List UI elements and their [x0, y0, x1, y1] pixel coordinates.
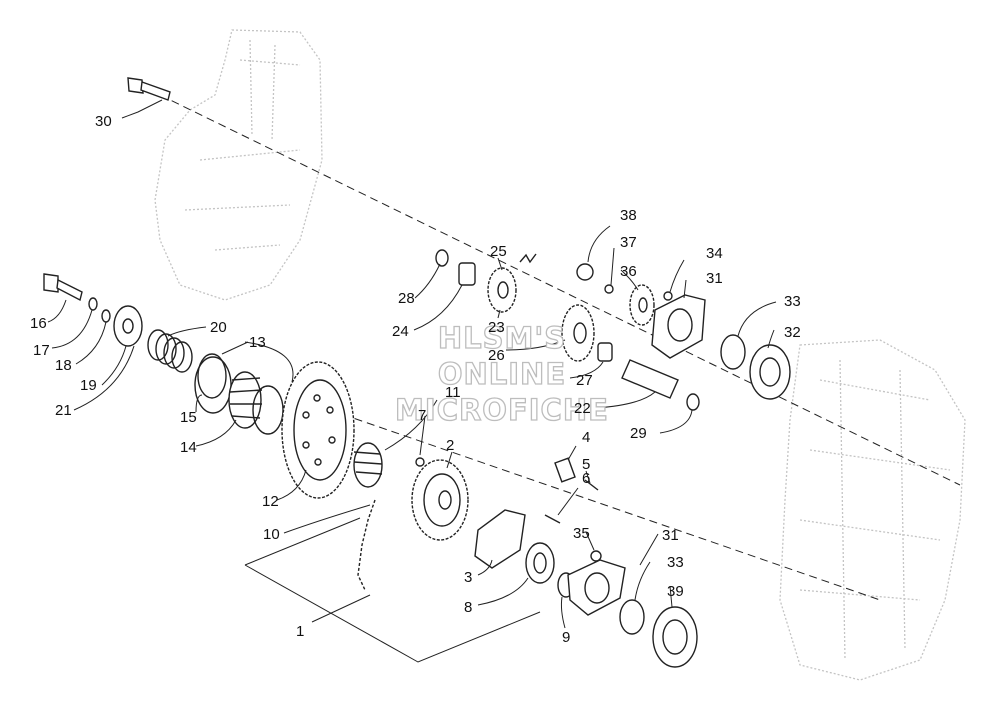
flange-31-lower	[567, 559, 626, 616]
nut-38	[576, 263, 594, 281]
washer-13	[194, 356, 232, 414]
label-23: 23	[488, 319, 505, 336]
washer-18	[101, 309, 111, 323]
nut-35	[590, 550, 602, 562]
leader-lines	[47, 99, 777, 629]
watermark-line-3: MICROFICHE	[395, 393, 609, 427]
seal-33-lower	[619, 599, 645, 635]
label-8: 8	[464, 599, 472, 616]
label-14: 14	[180, 439, 197, 456]
washer-29	[686, 393, 700, 411]
bearing-8	[525, 542, 555, 584]
bearing-39	[652, 606, 698, 668]
key-25	[519, 253, 537, 264]
washer-37	[604, 284, 614, 294]
spacer-24	[458, 262, 476, 286]
label-28: 28	[398, 290, 415, 307]
label-31-lower: 31	[662, 527, 679, 544]
label-7: 7	[418, 407, 426, 424]
screw-7	[415, 457, 425, 467]
part-labels: 30 16 17 18 19 20 21 13 15 14 12 10 1 11…	[30, 113, 801, 646]
spline-hub-11	[353, 442, 383, 488]
label-1: 1	[296, 623, 304, 640]
label-30: 30	[95, 113, 112, 130]
label-6: 6	[582, 470, 590, 487]
gear-26	[561, 304, 595, 362]
label-22: 22	[574, 400, 591, 417]
label-37: 37	[620, 234, 637, 251]
label-9: 9	[562, 629, 570, 646]
screw-6	[544, 514, 561, 524]
label-25: 25	[490, 243, 507, 260]
label-17: 17	[33, 342, 50, 359]
label-35: 35	[573, 525, 590, 542]
label-27: 27	[576, 372, 593, 389]
washer-28	[435, 249, 449, 267]
label-32: 32	[784, 324, 801, 341]
screw-5	[584, 479, 599, 491]
assembly-bracket-1	[244, 517, 541, 663]
label-2: 2	[446, 437, 454, 454]
label-16: 16	[30, 315, 47, 332]
label-36: 36	[620, 263, 637, 280]
label-38: 38	[620, 207, 637, 224]
gear-36	[629, 284, 655, 326]
watermark-line-1: HLSM'S	[438, 321, 566, 355]
label-33-lower: 33	[667, 554, 684, 571]
label-34: 34	[706, 245, 723, 262]
bearing-32	[749, 344, 791, 400]
spring-20	[147, 329, 193, 373]
ring-15	[197, 353, 227, 399]
label-21: 21	[55, 402, 72, 419]
flange-31-upper	[651, 294, 706, 359]
watermark-line-2: ONLINE	[438, 357, 566, 391]
label-13: 13	[249, 334, 266, 351]
plate-3	[474, 509, 526, 569]
sprocket-12	[281, 361, 355, 499]
gear-23	[487, 267, 517, 313]
label-10: 10	[263, 526, 280, 543]
seal-33-upper	[720, 334, 746, 370]
label-15: 15	[180, 409, 197, 426]
label-4: 4	[582, 429, 590, 446]
bolt-30	[127, 77, 171, 101]
chaincase-housing-ghost	[154, 29, 323, 301]
label-24: 24	[392, 323, 409, 340]
label-11: 11	[445, 384, 461, 401]
spacer-27	[597, 342, 613, 362]
label-18: 18	[55, 357, 72, 374]
label-3: 3	[464, 569, 472, 586]
label-33-upper: 33	[784, 293, 801, 310]
frame-housing-ghost	[779, 339, 966, 681]
bevel-gear-14	[228, 371, 263, 429]
hub-19	[113, 305, 143, 347]
label-12: 12	[262, 493, 279, 510]
washer-17	[88, 297, 98, 311]
label-31-upper: 31	[706, 270, 723, 287]
shaft-axis-line	[159, 94, 961, 486]
shaft-22	[621, 359, 679, 399]
label-26: 26	[488, 347, 505, 364]
bolt-16	[43, 273, 83, 302]
chain-10	[357, 499, 376, 591]
watermark: HLSM'S ONLINE MICROFICHE	[394, 320, 609, 427]
label-19: 19	[80, 377, 97, 394]
label-39: 39	[667, 583, 684, 600]
label-29: 29	[630, 425, 647, 442]
label-20: 20	[210, 319, 227, 336]
label-5: 5	[582, 456, 590, 473]
pin-4	[554, 457, 576, 483]
gear-2	[411, 459, 469, 541]
nut-34	[663, 291, 673, 301]
